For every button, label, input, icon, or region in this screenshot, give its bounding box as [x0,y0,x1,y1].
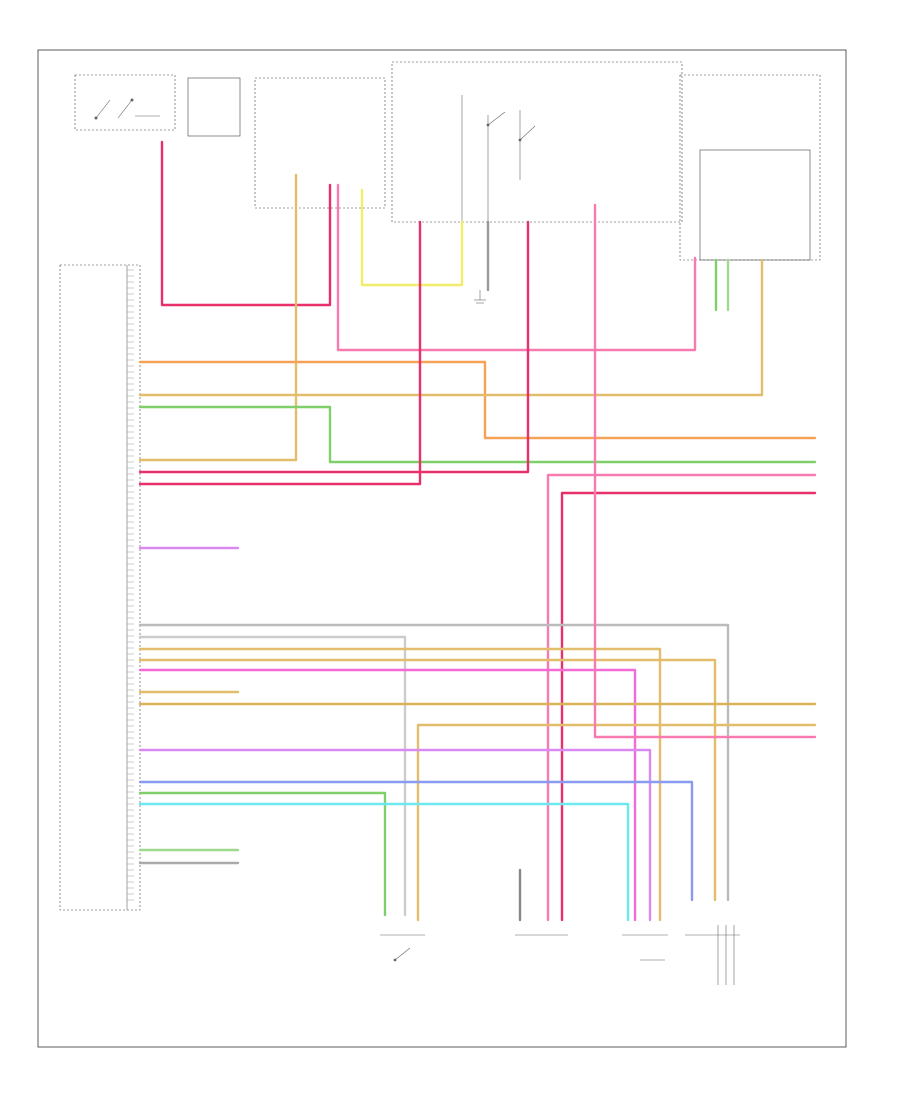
wire-tan-sensor-2 [138,658,717,902]
wire-ignition-red [160,140,332,307]
ground-symbol-top [474,290,486,304]
wire-blue [138,780,694,902]
cluster-inner-box [699,149,811,261]
wire-pink-loop [336,183,697,352]
wire-red-right [560,491,817,922]
wire-cyan [138,802,630,922]
wire-gray-2 [138,635,407,917]
wire-magenta [138,668,637,922]
wire-harness [138,140,817,922]
wire-tan-return [416,723,817,922]
module-pin-ticks [127,269,134,901]
wire-green-down [138,791,387,917]
wire-tan-cluster [138,258,764,397]
wire-pink-return [593,203,817,739]
wire-pink-right [546,473,817,922]
engine-control-module [59,264,141,911]
ignition-switch [74,74,176,131]
wire-violet [138,748,652,922]
diagram-frame [37,49,847,1048]
wire-gray [138,623,730,902]
fuse-block-underhood [254,77,386,209]
instrument-cluster [679,74,821,261]
wire-orange [138,360,817,440]
fuel-tank-sensor [380,934,425,962]
wire-green [138,405,817,464]
knock-sensor-2 [685,925,740,985]
wire-red-1 [138,220,530,474]
wire-yellow-fuse [360,188,464,287]
wire-tan-fuse [138,173,298,462]
wire-red-2 [138,220,422,486]
body-control-module-label-block [187,77,241,137]
relay-box [391,61,683,223]
wire-tan-sensor-1 [138,647,662,922]
knock-sensor-1 [622,934,668,961]
